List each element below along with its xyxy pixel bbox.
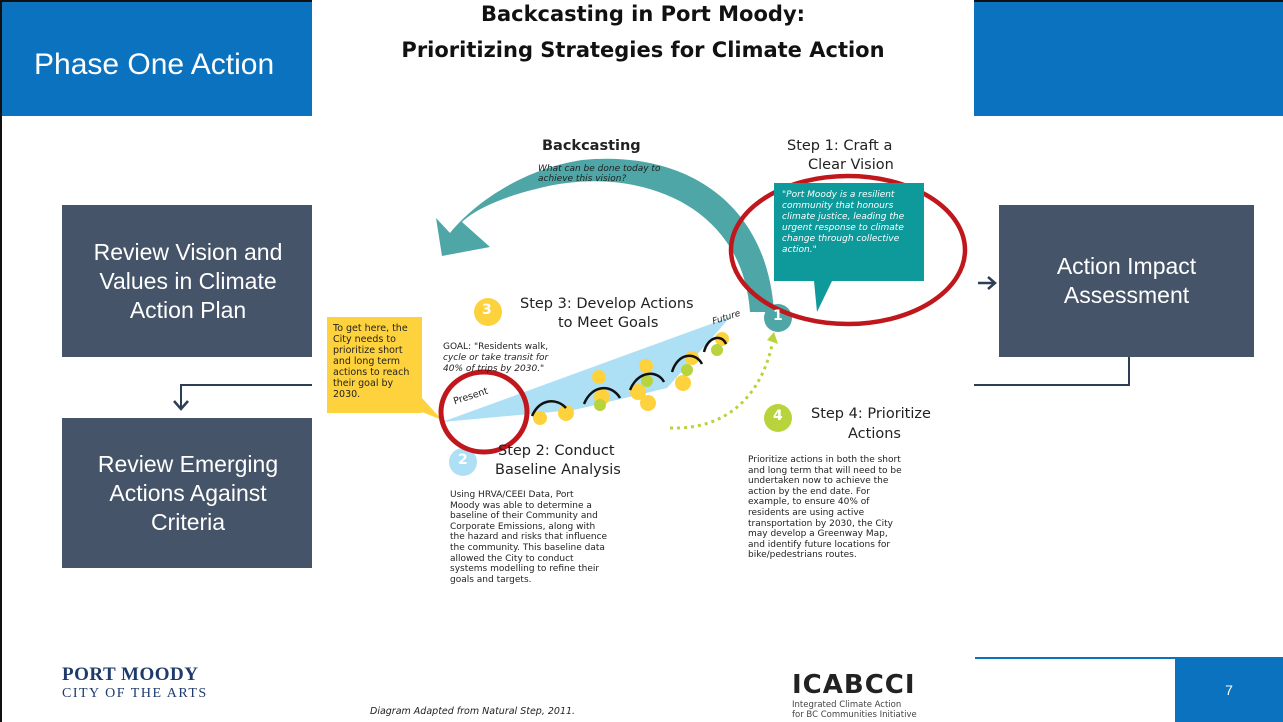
step4-body-line: undertaken now to achieve the [748, 476, 889, 487]
step2-title: Baseline Analysis [495, 462, 621, 478]
diagram-graphics [422, 158, 968, 476]
step1-title: Step 1: Craft a [787, 138, 893, 154]
review-vision-box: Review Vision and Values in Climate Acti… [62, 205, 314, 357]
vision-highlight-circle [728, 173, 968, 327]
icabcci-name: Integrated Climate Action for BC Communi… [792, 700, 917, 720]
step2-title: Step 2: Conduct [498, 443, 615, 459]
step2-body-line: systems modelling to refine their [450, 564, 600, 575]
backcasting-subtext: What can be done today to [538, 164, 661, 174]
step2-body-line: Using HRVA/CEEI Data, Port [450, 490, 574, 500]
icabcci-logo: ICABCCI [792, 670, 916, 700]
step4-body-line: example, to ensure 40% of [748, 497, 870, 508]
box-line: Assessment [1063, 282, 1190, 308]
backcasting-subtext: achieve this vision? [538, 174, 627, 184]
connector-line [180, 385, 182, 407]
step4-number-circle [764, 404, 792, 432]
backcasting-arrow-icon [436, 158, 774, 312]
step4-body-line: bike/pedestrians routes. [748, 550, 857, 561]
step2-body-line: baseline of their Community and [450, 511, 598, 522]
review-emerging-actions-box: Review Emerging Actions Against Criteria [62, 418, 314, 568]
step4-title: Actions [848, 426, 901, 442]
step4-body-line: action by the end date. For [748, 486, 870, 497]
step2-body-line: goals and targets. [450, 574, 532, 585]
diagram-source-note: Diagram Adapted from Natural Step, 2011. [370, 706, 576, 717]
step4-number: 4 [773, 408, 783, 424]
goal-text: GOAL: "Residents walk, [443, 342, 549, 352]
step2-body: Using HRVA/CEEI Data, Port Moody was abl… [450, 490, 607, 585]
diagram-title-line2: Prioritizing Strategies for Climate Acti… [401, 38, 885, 62]
step2-body-line: Moody was able to determine a [450, 500, 592, 511]
slide-title: Phase One Action [34, 48, 275, 81]
connector-line [180, 384, 314, 386]
page-number: 7 [1175, 657, 1283, 722]
step4-body-line: and identify future locations for [748, 539, 891, 550]
box-line: Criteria [150, 508, 226, 535]
box-line: Action Impact [1056, 253, 1197, 279]
timeline-wedge [442, 317, 730, 422]
icabcci-name-line: Integrated Climate Action [792, 700, 902, 710]
vision-quote-callout: "Port Moody is a resilient community tha… [774, 183, 924, 281]
icabcci-name-line: for BC Communities Initiative [792, 710, 917, 720]
step4-body: Prioritize actions in both the short and… [748, 455, 902, 561]
box-line: Values in Climate [99, 267, 277, 294]
step2-body-line: the hazard and risks that influence [450, 532, 608, 543]
step2-number-circle [449, 448, 477, 476]
box-line: Review Emerging [97, 450, 279, 477]
step4-body-line: and long term that will need to be [748, 465, 902, 476]
step3-number: 3 [482, 302, 492, 318]
box-line: Actions Against [109, 479, 267, 506]
right-arrow-icon [978, 276, 997, 290]
step1-title: Clear Vision [808, 157, 894, 173]
step2-body-line: allowed the City to conduct [450, 553, 574, 564]
step2-body-line: Corporate Emissions, along with [450, 521, 596, 532]
goal-text: 40% of trips by 2030." [443, 364, 545, 374]
connector-line [974, 384, 1130, 386]
step4-body-line: transportation by 2030, the City [748, 518, 893, 529]
backcasting-heading: Backcasting [542, 138, 641, 154]
box-line: Action Plan [129, 296, 247, 323]
step3-title: Step 3: Develop Actions [520, 296, 694, 312]
step4-body-line: may develop a Greenway Map, [748, 529, 888, 540]
present-highlight-circle [438, 369, 530, 455]
step3-number-circle [474, 298, 502, 326]
diagram-title-line1: Backcasting in Port Moody: [480, 2, 806, 26]
connector-line [1128, 357, 1130, 386]
step2-number: 2 [458, 452, 468, 468]
action-impact-assessment-box: Action Impact Assessment [999, 205, 1254, 357]
port-moody-logo-tagline: CITY OF THE ARTS [62, 686, 208, 701]
step1-number: 1 [773, 308, 783, 324]
footer-divider [975, 657, 1175, 659]
step4-body-line: Prioritize actions in both the short [748, 455, 901, 465]
step3-title: to Meet Goals [558, 315, 659, 331]
port-moody-logo-name: PORT MOODY [62, 664, 199, 685]
goal-text: cycle or take transit for [443, 353, 549, 363]
priority-callout: To get here, the City needs to prioritiz… [327, 317, 422, 413]
box-line: Review Vision and [93, 238, 283, 265]
down-arrow-icon [173, 400, 189, 411]
step2-body-line: the community. This baseline data [450, 542, 605, 553]
step4-body-line: residents are using active [748, 507, 865, 518]
step4-title: Step 4: Prioritize [811, 406, 931, 422]
